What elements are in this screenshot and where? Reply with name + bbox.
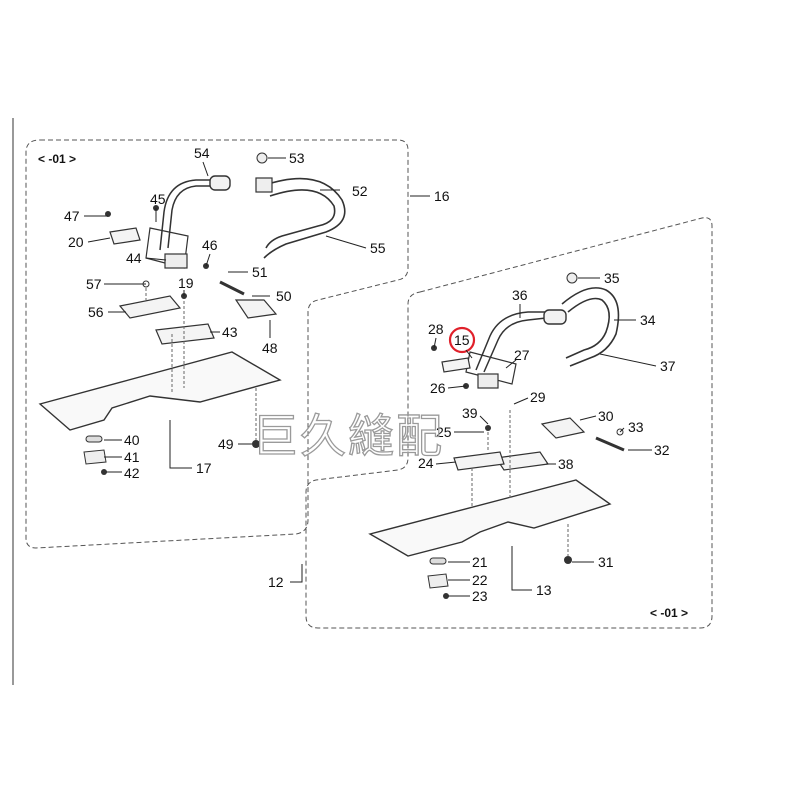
part-label-49: 49 (218, 436, 234, 452)
small-plate (109, 227, 141, 245)
link-plate-right (540, 417, 586, 439)
part-label-48: 48 (262, 340, 278, 356)
screw-head (101, 469, 107, 475)
part-label-13: 13 (536, 582, 552, 598)
part-label-25: 25 (436, 424, 452, 440)
part-label-50: 50 (276, 288, 292, 304)
part-label-12: 12 (268, 574, 284, 590)
group-tag-right: < -01 > (650, 606, 688, 620)
part-label-57: 57 (86, 276, 102, 292)
part-label-39: 39 (462, 405, 478, 421)
screw-49 (252, 440, 260, 448)
base-plate-right (368, 479, 612, 557)
spring-clip (85, 435, 103, 443)
part-label-34: 34 (640, 312, 656, 328)
part-label-52: 52 (352, 183, 368, 199)
part-label-15: 15 (454, 332, 470, 348)
part-label-20: 20 (68, 234, 84, 250)
part-label-23: 23 (472, 588, 488, 604)
part-label-53: 53 (289, 150, 305, 166)
part-label-28: 28 (428, 321, 444, 337)
part-label-22: 22 (472, 572, 488, 588)
knee-lifter-bar-right (475, 311, 547, 373)
part-label-30: 30 (598, 408, 614, 424)
knee-lifter-bar (159, 179, 214, 251)
part-label-51: 51 (252, 264, 268, 280)
part-label-36: 36 (512, 287, 528, 303)
part-label-43: 43 (222, 324, 238, 340)
link-rod (219, 280, 245, 296)
right-group-boundary (305, 217, 713, 629)
part-label-37: 37 (660, 358, 676, 374)
group-tag-left: < -01 > (38, 152, 76, 166)
guide-plate (118, 295, 182, 319)
part-label-35: 35 (604, 270, 620, 286)
knee-pad-clamp (255, 177, 273, 193)
screw-23 (443, 593, 449, 599)
watermark-text: 巨久縫配 (252, 409, 444, 463)
hinge-block-right (477, 373, 499, 389)
left-assembly: < -01 > (25, 139, 450, 549)
link-rod-right (595, 436, 625, 452)
base-plate-left (38, 351, 282, 431)
part-label-45: 45 (150, 191, 166, 207)
part-label-24: 24 (418, 455, 434, 471)
part-label-29: 29 (530, 389, 546, 405)
bolt-53 (256, 152, 268, 164)
left-group-boundary (25, 139, 409, 549)
knee-lifter-knob-right (543, 309, 567, 325)
mount-plate (155, 323, 215, 345)
part-label-42: 42 (124, 465, 140, 481)
knee-lifter-knob (209, 175, 231, 191)
spring-clip-right (429, 557, 447, 565)
part-label-40: 40 (124, 432, 140, 448)
part-label-26: 26 (430, 380, 446, 396)
guide-plate-right (494, 451, 550, 471)
hinge-block (164, 253, 188, 269)
bolt-35 (566, 272, 578, 284)
part-label-33: 33 (628, 419, 644, 435)
part-label-44: 44 (126, 250, 142, 266)
part-label-17: 17 (196, 460, 212, 476)
part-label-46: 46 (202, 237, 218, 253)
knee-pad-frame (261, 177, 346, 259)
clip-plate (83, 449, 107, 465)
part-label-31: 31 (598, 554, 614, 570)
part-label-41: 41 (124, 449, 140, 465)
part-label-32: 32 (654, 442, 670, 458)
part-label-38: 38 (558, 456, 574, 472)
knee-pad-frame-right (561, 287, 620, 367)
highlight-circle-15 (448, 326, 476, 354)
part-label-56: 56 (88, 304, 104, 320)
part-label-47: 47 (64, 208, 80, 224)
part-label-21: 21 (472, 554, 488, 570)
right-assembly: < -01 > (268, 217, 713, 629)
part-label-54: 54 (194, 145, 210, 161)
screw-31 (564, 556, 572, 564)
clip-plate-right (427, 573, 449, 589)
part-label-19: 19 (178, 275, 194, 291)
link-plate (234, 299, 278, 319)
screw-39 (485, 425, 491, 431)
part-label-55: 55 (370, 240, 386, 256)
small-plate-right (441, 357, 471, 373)
part-label-27: 27 (514, 347, 530, 363)
mount-plate-right (453, 451, 505, 471)
part-label-16: 16 (434, 188, 450, 204)
